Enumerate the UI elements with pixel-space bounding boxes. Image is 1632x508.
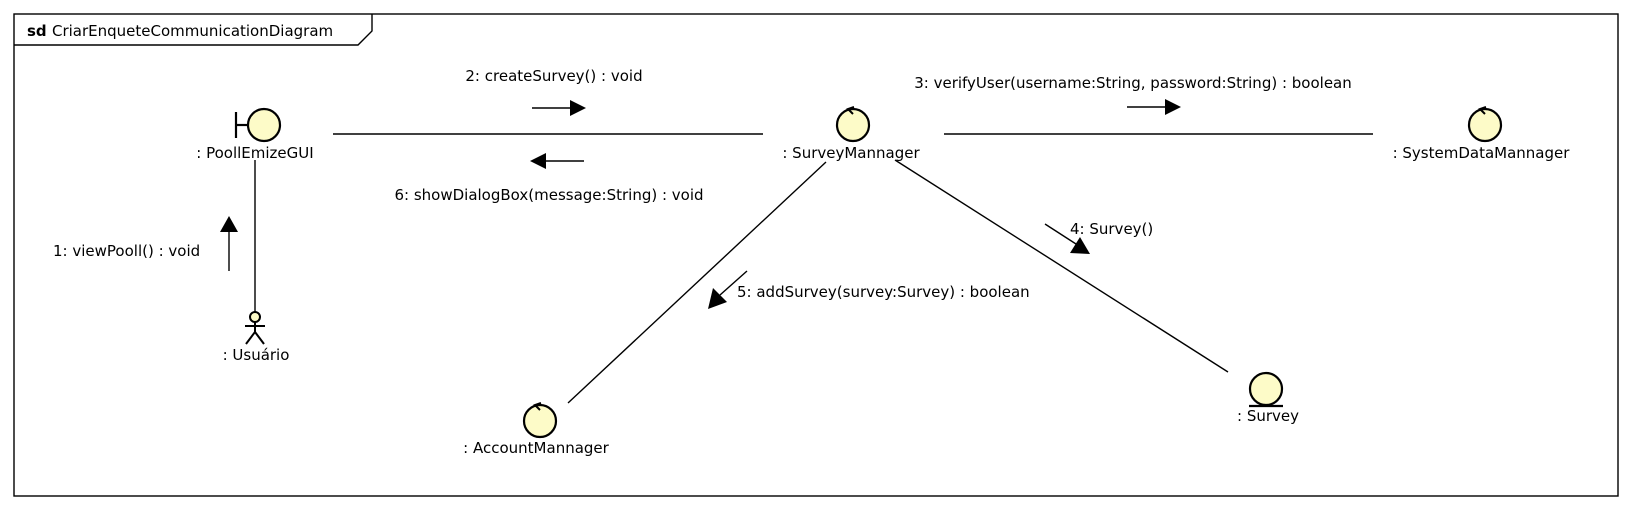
arrowhead-diagonal-icon xyxy=(708,288,727,309)
actor-icon xyxy=(245,311,265,345)
lifeline-gui-label: : PoollEmizeGUI xyxy=(196,144,313,162)
lifeline-surveymannager[interactable]: : SurveyMannager xyxy=(782,106,920,162)
frame-title: CriarEnqueteCommunicationDiagram xyxy=(52,22,333,40)
message-2-label: 2: createSurvey() : void xyxy=(465,67,642,85)
frame-keyword: sd xyxy=(27,22,47,40)
arrowhead-right-icon xyxy=(570,100,586,116)
lifeline-systemdatamannager[interactable]: : SystemDataMannager xyxy=(1393,106,1571,162)
lifeline-systemdatamannager-label: : SystemDataMannager xyxy=(1393,144,1571,162)
control-icon xyxy=(1467,106,1503,143)
message-3[interactable]: 3: verifyUser(username:String, password:… xyxy=(914,74,1352,115)
arrowhead-diagonal-icon xyxy=(1070,237,1090,254)
lifeline-surveymannager-label: : SurveyMannager xyxy=(782,144,920,162)
lifeline-accountmannager-label: : AccountMannager xyxy=(463,439,609,457)
boundary-icon xyxy=(234,107,282,143)
lifeline-gui[interactable]: : PoollEmizeGUI xyxy=(196,107,314,162)
message-6[interactable]: 6: showDialogBox(message:String) : void xyxy=(394,153,704,204)
message-3-label: 3: verifyUser(username:String, password:… xyxy=(914,74,1352,92)
lifeline-survey[interactable]: : Survey xyxy=(1237,371,1299,425)
arrowhead-right-icon xyxy=(1165,99,1181,115)
diagram-frame: sd CriarEnqueteCommunicationDiagram xyxy=(13,13,1619,497)
links xyxy=(254,133,1373,404)
lifeline-accountmannager[interactable]: : AccountMannager xyxy=(463,402,610,457)
lifeline-usuario-label: : Usuário xyxy=(223,346,290,364)
message-2[interactable]: 2: createSurvey() : void xyxy=(465,67,643,116)
entity-icon xyxy=(1248,371,1284,408)
lifeline-survey-label: : Survey xyxy=(1237,407,1299,425)
control-icon xyxy=(835,106,871,143)
message-5[interactable]: 5: addSurvey(survey:Survey) : boolean xyxy=(708,270,1030,309)
message-1[interactable]: 1: viewPooll() : void xyxy=(53,216,238,271)
message-5-label: 5: addSurvey(survey:Survey) : boolean xyxy=(737,283,1030,301)
message-4-label: 4: Survey() xyxy=(1070,220,1153,238)
message-4[interactable]: 4: Survey() xyxy=(1044,220,1153,254)
message-6-label: 6: showDialogBox(message:String) : void xyxy=(394,186,703,204)
control-icon xyxy=(522,402,558,439)
arrowhead-up-icon xyxy=(220,216,238,232)
lifeline-usuario[interactable]: : Usuário xyxy=(223,311,290,364)
link-surveymgr-survey xyxy=(894,159,1229,373)
message-1-label: 1: viewPooll() : void xyxy=(53,242,200,260)
link-surveymgr-accountmgr xyxy=(567,161,827,404)
arrowhead-left-icon xyxy=(530,153,546,169)
